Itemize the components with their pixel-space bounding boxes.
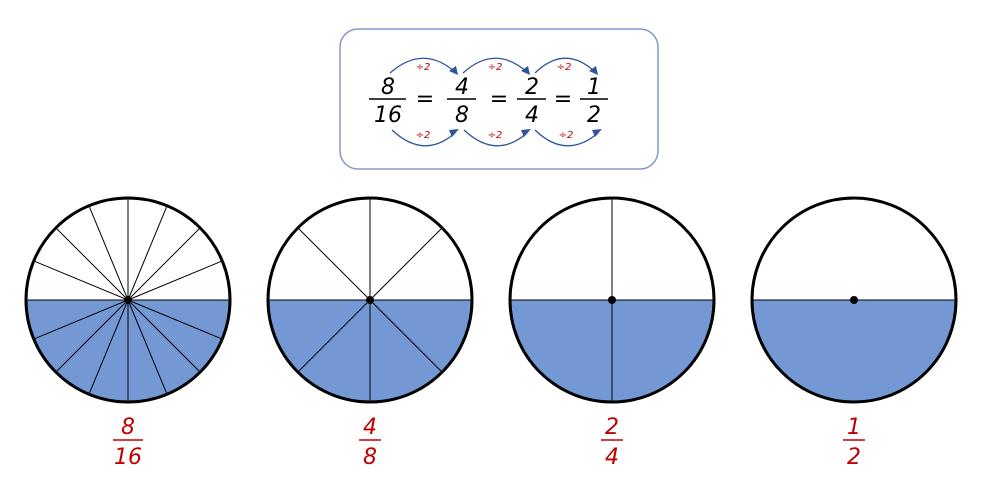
numerator-arrow-1 [389, 57, 456, 74]
division-line [369, 227, 443, 301]
circle-label-numerator-1: 8 [121, 415, 135, 440]
equation-numerator-2: 4 [455, 75, 469, 100]
numerator-op-label-1: ÷2 [416, 62, 431, 73]
division-line [55, 227, 129, 301]
circle-label-numerator-3: 2 [605, 415, 619, 440]
division-line [127, 299, 201, 373]
numerator-arrow-3 [534, 57, 596, 74]
numerator-arrow-head-2 [521, 66, 530, 75]
circle-label-4: 1 2 [843, 415, 865, 470]
circle-outline [266, 196, 474, 404]
circle-label-numerator-2: 4 [363, 415, 377, 440]
circle-label-1: 8 16 [113, 415, 143, 470]
denominator-arrow-head-3 [592, 129, 602, 137]
circle-label-2: 4 8 [359, 415, 381, 470]
equation-numerator-1: 8 [381, 75, 395, 100]
circle-label-denominator-2: 8 [363, 445, 377, 470]
numerator-arrow-2 [462, 57, 528, 74]
division-line [33, 299, 129, 340]
equation-fraction-1: 8 16 [369, 75, 406, 128]
fraction-circle-4 [750, 196, 958, 404]
circle-label-3: 2 4 [601, 415, 623, 470]
denominator-arrow-3 [534, 129, 599, 147]
division-line [127, 205, 168, 301]
division-line [127, 299, 168, 395]
equation-denominator-4: 2 [587, 103, 601, 128]
circle-label-numerator-4: 1 [847, 415, 861, 440]
center-dot [850, 296, 858, 304]
circle-outline [508, 196, 716, 404]
circle-label-denominator-1: 16 [114, 445, 142, 470]
division-line [127, 299, 223, 340]
division-line [297, 299, 371, 373]
division-line [369, 299, 443, 373]
fraction-circle-2 [266, 196, 474, 404]
equation-fraction-4: 1 2 [580, 75, 608, 128]
equation-numerator-3: 2 [525, 75, 539, 100]
equation-box: 8 16 = 4 8 = 2 4 = 1 2 [339, 28, 659, 170]
division-line [33, 260, 129, 301]
denominator-arrow-head-2 [521, 129, 531, 137]
denominator-op-label-2: ÷2 [488, 130, 503, 141]
center-dot [124, 296, 132, 304]
equals-sign-2: = [490, 87, 508, 112]
fraction-circle-1 [24, 196, 232, 404]
numerator-op-label-2: ÷2 [488, 62, 503, 73]
division-line [127, 227, 201, 301]
equals-sign-1: = [416, 87, 434, 112]
equation-denominator-2: 8 [455, 103, 469, 128]
shaded-region [752, 300, 956, 402]
equation-numerator-4: 1 [587, 75, 601, 100]
numerator-op-label-3: ÷2 [557, 62, 572, 73]
division-line [55, 299, 129, 373]
denominator-arrow-2 [463, 129, 528, 147]
division-line [88, 299, 129, 395]
numerator-arrow-head-3 [589, 66, 598, 75]
equation-denominator-1: 16 [374, 103, 402, 128]
equals-sign-3: = [554, 87, 572, 112]
numerator-arrow-head-1 [449, 66, 458, 75]
denominator-op-label-3: ÷2 [559, 130, 574, 141]
division-line [88, 205, 129, 301]
division-line [297, 227, 371, 301]
circle-label-denominator-4: 2 [847, 445, 861, 470]
denominator-arrow-1 [391, 129, 456, 147]
fraction-circles [24, 196, 958, 404]
denominator-op-label-1: ÷2 [416, 130, 431, 141]
center-dot [366, 296, 374, 304]
fraction-circle-3 [508, 196, 716, 404]
center-dot [608, 296, 616, 304]
equation-fraction-3: 2 4 [517, 75, 546, 128]
circle-label-denominator-3: 4 [605, 445, 619, 470]
equation-fraction-2: 4 8 [447, 75, 476, 128]
division-line [127, 260, 223, 301]
equation-box-frame [339, 28, 659, 170]
equation-denominator-3: 4 [525, 103, 539, 128]
denominator-arrow-head-1 [449, 129, 459, 137]
circle-outline [750, 196, 958, 404]
circle-outline [24, 196, 232, 404]
